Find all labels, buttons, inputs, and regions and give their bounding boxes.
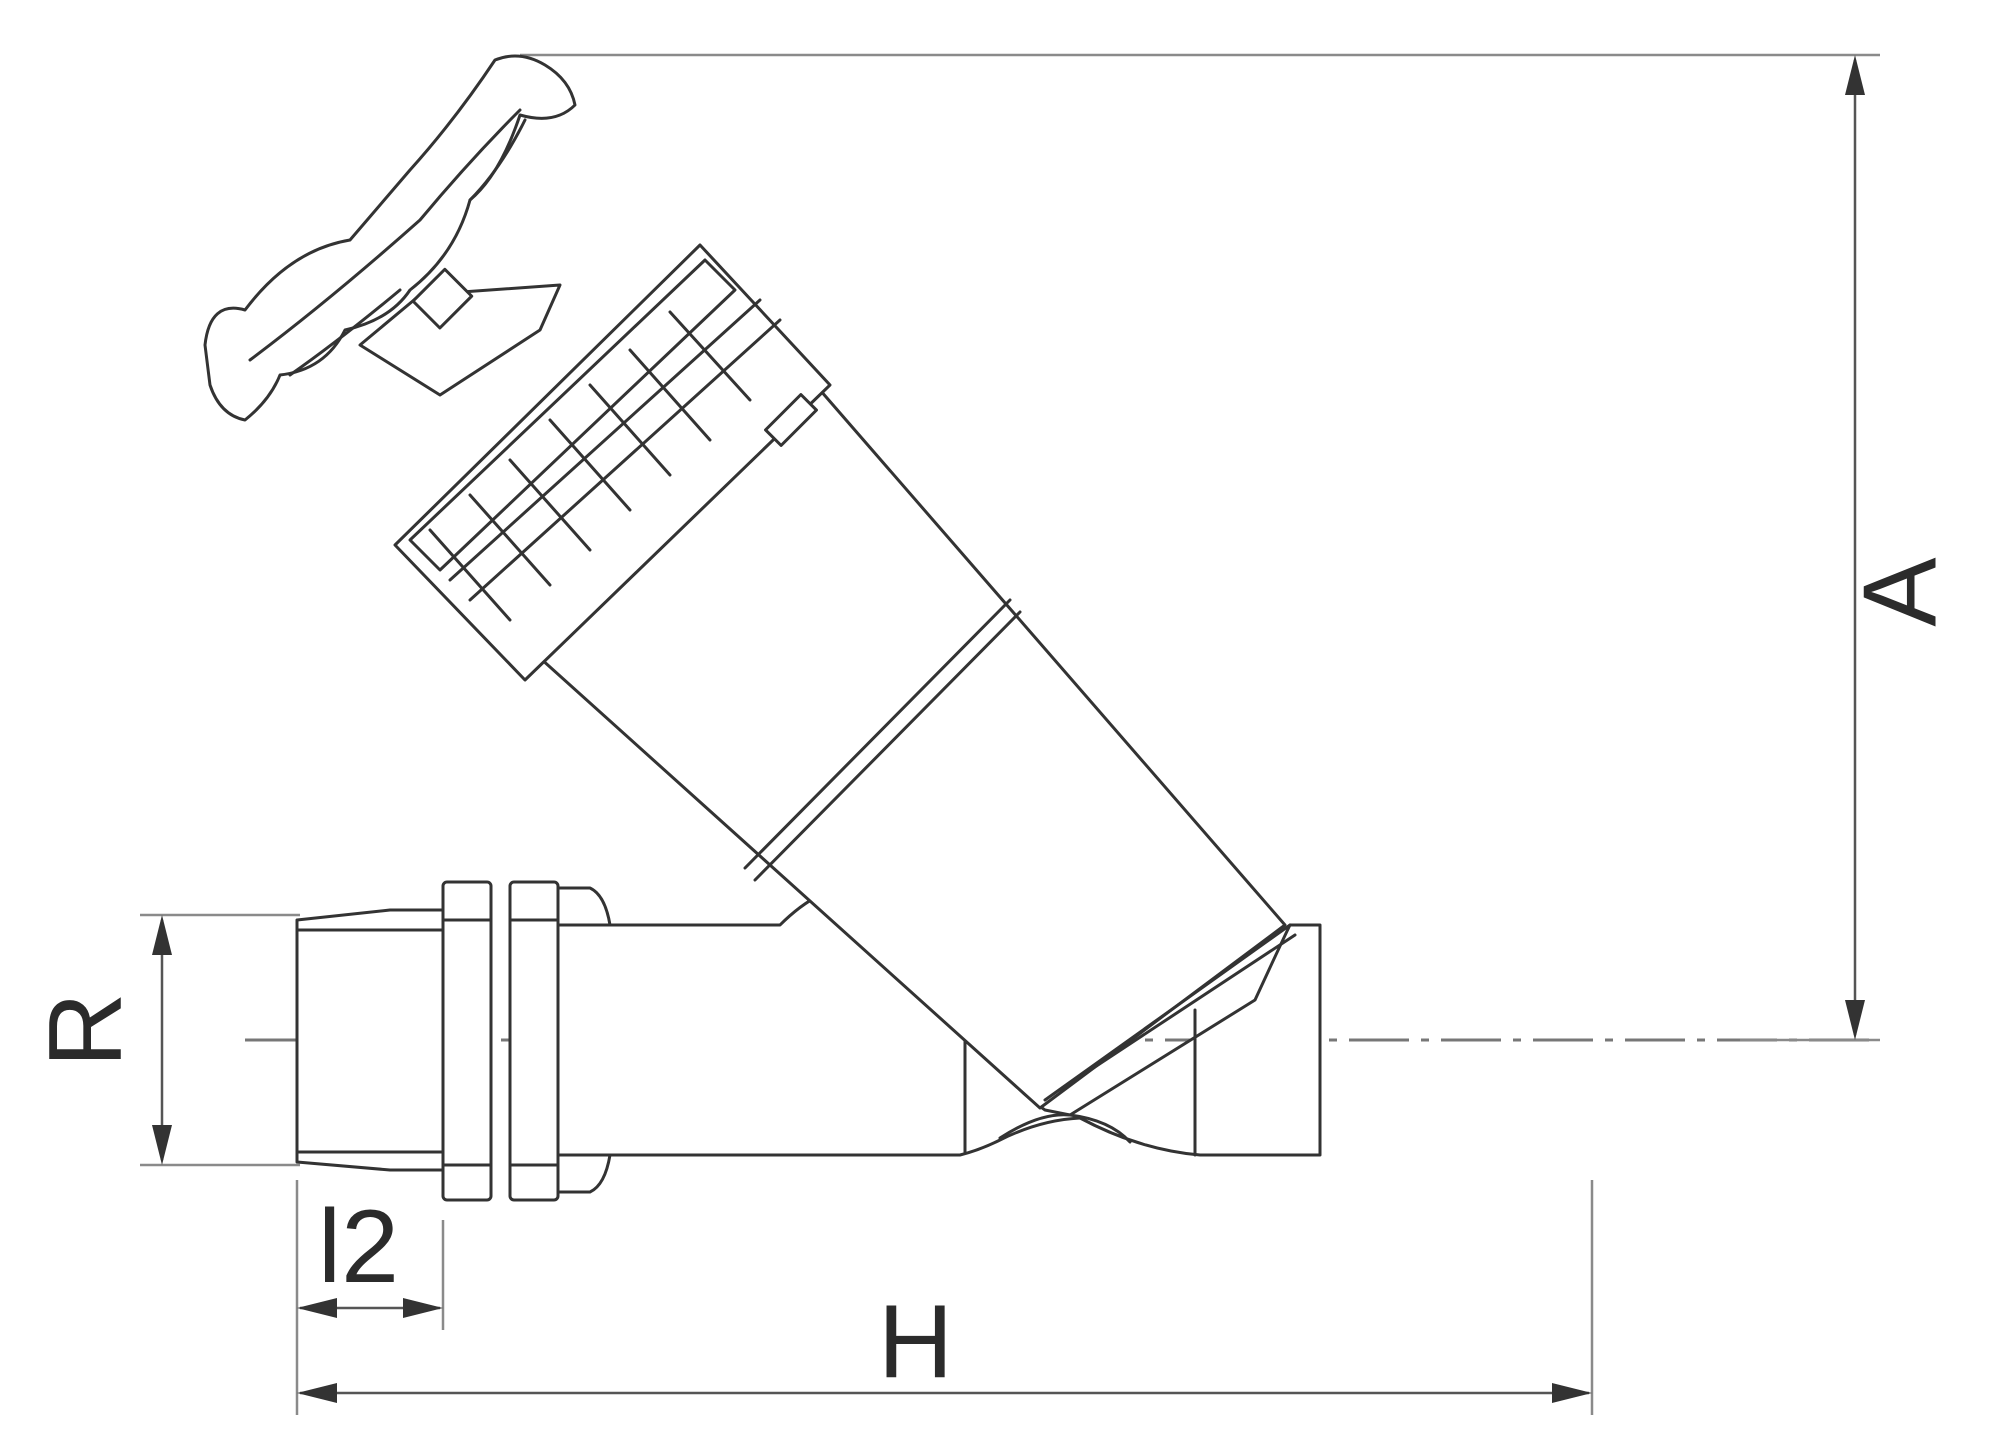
left-pipe-end (295, 908, 447, 1172)
extension-lines (140, 53, 1880, 1415)
left-union-nut-inner (508, 880, 560, 1202)
dimension-label-h: H (878, 1284, 954, 1400)
nut-ribs (428, 310, 752, 622)
valve-stem (358, 267, 562, 397)
left-union-nut-outer (441, 880, 493, 1202)
dimension-R (152, 915, 172, 1165)
dimension-label-l2: l2 (318, 1189, 399, 1305)
dimension-label-a: A (1842, 557, 1959, 627)
dimension-H (297, 1383, 1592, 1403)
bonnet-nut (393, 243, 832, 682)
dimension-label-r: R (27, 992, 144, 1068)
left-body-tab (556, 886, 612, 1194)
dimension-l2 (297, 1298, 443, 1318)
dimension-A (1845, 55, 1865, 1040)
handwheel (203, 54, 577, 422)
